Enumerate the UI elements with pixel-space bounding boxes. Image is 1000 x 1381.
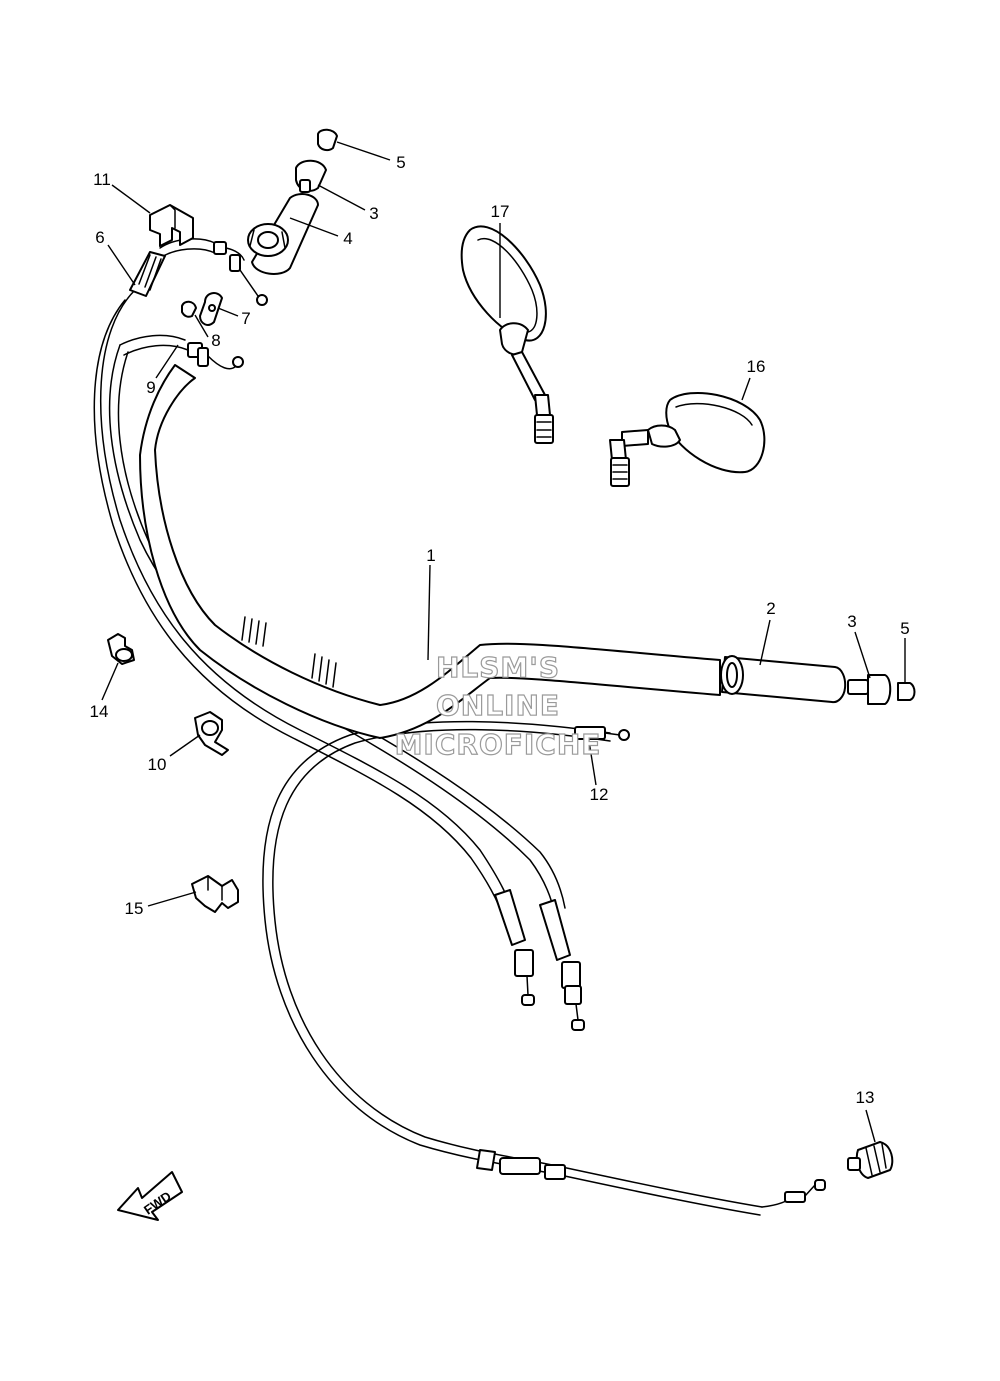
callout-9: 9 bbox=[146, 378, 155, 397]
mirror-left[interactable] bbox=[609, 392, 766, 487]
callout-6: 6 bbox=[95, 228, 104, 247]
callout-3-top: 3 bbox=[369, 204, 378, 223]
callout-4: 4 bbox=[343, 229, 352, 248]
callout-1: 1 bbox=[426, 546, 435, 565]
throttle-cables bbox=[93, 289, 585, 1031]
mirror-right[interactable] bbox=[460, 225, 554, 444]
clip-14[interactable] bbox=[107, 633, 135, 665]
holder-10[interactable] bbox=[194, 711, 229, 756]
callout-7: 7 bbox=[241, 309, 250, 328]
adjuster-13[interactable] bbox=[847, 1141, 894, 1179]
callout-10: 10 bbox=[148, 755, 167, 774]
handlebar[interactable] bbox=[139, 364, 721, 739]
callout-numbers: 1 2 3 5 3 5 4 6 7 8 9 10 11 12 13 14 15 … bbox=[90, 153, 910, 1107]
grip-left[interactable] bbox=[720, 655, 847, 704]
watermark: HLSM'S ONLINE MICROFICHE bbox=[394, 650, 602, 761]
throttle-housing[interactable] bbox=[129, 238, 268, 306]
throttle-grip[interactable] bbox=[247, 193, 319, 275]
balancer-weight-top[interactable] bbox=[295, 128, 338, 193]
callout-13: 13 bbox=[856, 1088, 875, 1107]
callout-5-top: 5 bbox=[396, 153, 405, 172]
plate-screw[interactable] bbox=[181, 292, 223, 326]
callout-3-right: 3 bbox=[847, 612, 856, 631]
leader-lines bbox=[101, 141, 906, 1143]
watermark-line2: ONLINE bbox=[436, 689, 560, 722]
holder-15[interactable] bbox=[191, 875, 239, 913]
callout-2: 2 bbox=[766, 599, 775, 618]
callout-15: 15 bbox=[125, 899, 144, 918]
callout-14: 14 bbox=[90, 702, 109, 721]
watermark-line3: MICROFICHE bbox=[395, 728, 602, 761]
callout-12: 12 bbox=[590, 785, 609, 804]
callout-11: 11 bbox=[93, 170, 111, 189]
clamp-11[interactable] bbox=[149, 204, 194, 247]
callout-17: 17 bbox=[491, 202, 510, 221]
callout-5-right: 5 bbox=[900, 619, 909, 638]
callout-16: 16 bbox=[747, 357, 766, 376]
watermark-line1: HLSM'S bbox=[436, 651, 560, 684]
fwd-arrow-icon: FWD bbox=[117, 1171, 183, 1221]
callout-8: 8 bbox=[211, 331, 220, 350]
cable-end-9[interactable] bbox=[119, 334, 244, 370]
balancer-weight-right[interactable] bbox=[847, 674, 916, 705]
clutch-cable bbox=[262, 720, 826, 1216]
